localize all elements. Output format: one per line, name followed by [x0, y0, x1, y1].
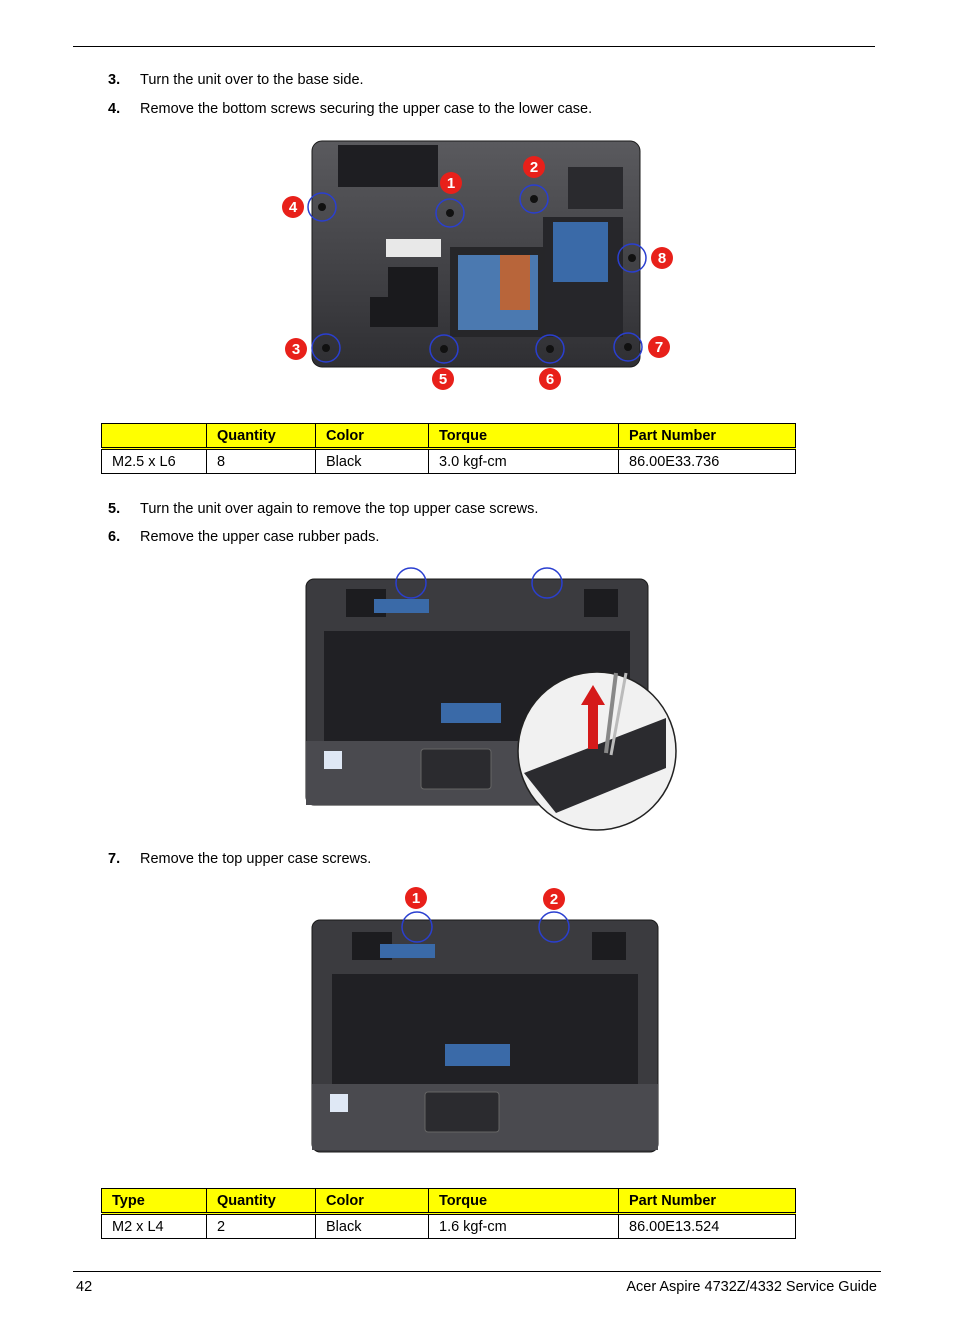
table-header: Part Number	[618, 423, 796, 450]
screw-table-1: Quantity Color Torque Part Number M2.5 x…	[101, 423, 796, 474]
step-5: 5. Turn the unit over again to remove the…	[108, 500, 538, 518]
top-screws-figure: 1 2	[311, 887, 659, 1153]
table-cell: Black	[315, 448, 429, 474]
callout-label: 2	[530, 159, 538, 176]
step-number: 6.	[108, 529, 121, 545]
callout-label: 2	[550, 891, 558, 908]
callout-3	[285, 338, 307, 360]
callout-2	[543, 888, 565, 910]
table-header-row: Quantity Color Torque Part Number	[101, 423, 796, 450]
step-text: Turn the unit over again to remove the t…	[140, 501, 539, 517]
step-text: Remove the upper case rubber pads.	[140, 529, 380, 545]
step-number: 5.	[108, 501, 121, 517]
table-header: Color	[315, 423, 429, 450]
footer-title: Acer Aspire 4732Z/4332 Service Guide	[626, 1279, 877, 1295]
callout-label: 3	[292, 341, 300, 358]
step-number: 7.	[108, 851, 121, 867]
callout-label: 1	[412, 890, 420, 907]
table-cell: 86.00E33.736	[618, 448, 796, 474]
table-header-row: Type Quantity Color Torque Part Number	[101, 1188, 796, 1215]
table-header: Type	[101, 1188, 207, 1215]
table-header: Torque	[428, 423, 619, 450]
table-cell: 3.0 kgf-cm	[428, 448, 619, 474]
table-header: Quantity	[206, 423, 316, 450]
table-cell: M2 x L4	[101, 1213, 207, 1239]
table-header: Part Number	[618, 1188, 796, 1215]
step-7: 7. Remove the top upper case screws.	[108, 850, 371, 868]
callout-4	[282, 196, 304, 218]
base-screws-figure: 1 2 3 4 5 6 7 8	[282, 140, 673, 390]
table-header	[101, 423, 207, 450]
step-text: Remove the top upper case screws.	[140, 851, 372, 867]
callout-1	[405, 887, 427, 909]
table-cell: 2	[206, 1213, 316, 1239]
footer-rule	[73, 1271, 881, 1272]
table-cell: Black	[315, 1213, 429, 1239]
step-number: 3.	[108, 72, 121, 88]
table-header: Color	[315, 1188, 429, 1215]
callout-label: 7	[655, 339, 663, 356]
callout-label: 4	[289, 199, 298, 216]
step-text: Turn the unit over to the base side.	[140, 72, 364, 88]
callout-6	[539, 368, 561, 390]
step-4: 4. Remove the bottom screws securing the …	[108, 100, 592, 118]
callout-2	[523, 156, 545, 178]
callout-7	[648, 336, 670, 358]
table-cell: 8	[206, 448, 316, 474]
callout-1	[440, 172, 462, 194]
table-header: Quantity	[206, 1188, 316, 1215]
table-cell: 1.6 kgf-cm	[428, 1213, 619, 1239]
table-cell: M2.5 x L6	[101, 448, 207, 474]
callout-5	[432, 368, 454, 390]
page-number: 42	[76, 1279, 93, 1295]
table-row: M2 x L4 2 Black 1.6 kgf-cm 86.00E13.524	[101, 1213, 796, 1239]
callout-label: 8	[658, 250, 666, 267]
step-6: 6. Remove the upper case rubber pads.	[108, 528, 379, 546]
step-text: Remove the bottom screws securing the up…	[140, 101, 593, 117]
step-3: 3. Turn the unit over to the base side.	[108, 71, 364, 89]
callout-label: 5	[439, 371, 447, 388]
header-rule	[73, 46, 875, 47]
callout-label: 1	[447, 175, 455, 192]
callout-label: 6	[546, 371, 554, 388]
screw-table-2: Type Quantity Color Torque Part Number M…	[101, 1188, 796, 1239]
table-row: M2.5 x L6 8 Black 3.0 kgf-cm 86.00E33.73…	[101, 448, 796, 474]
callout-8	[651, 247, 673, 269]
rubber-pads-figure	[305, 567, 677, 831]
table-header: Torque	[428, 1188, 619, 1215]
step-number: 4.	[108, 101, 121, 117]
table-cell: 86.00E13.524	[618, 1213, 796, 1239]
